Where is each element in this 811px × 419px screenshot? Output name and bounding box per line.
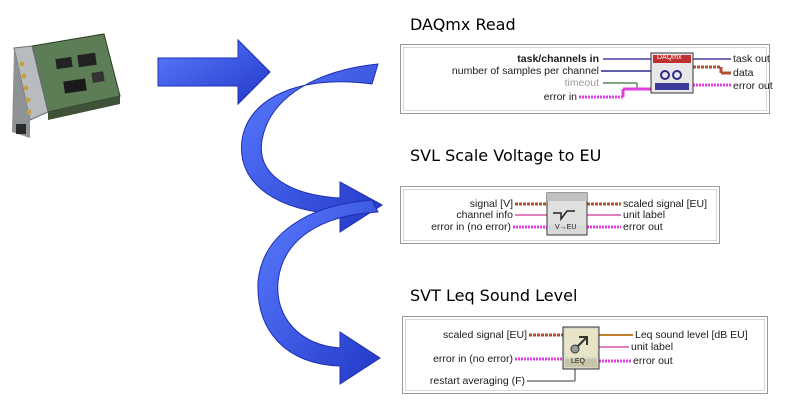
input-error-in-no-error: error in (no error) <box>431 221 511 233</box>
icon-label: LEQ <box>571 358 586 365</box>
svl-scale-title: SVL Scale Voltage to EU <box>410 146 602 165</box>
daq-pxi-card-icon <box>12 33 121 138</box>
input-restart-averaging: restart averaging (F) <box>429 375 525 387</box>
input-channel-info: channel info <box>456 209 513 221</box>
output-error-out: error out <box>623 221 663 233</box>
input-number-of-samples: number of samples per channel <box>451 65 599 77</box>
svt-leq-title: SVT Leq Sound Level <box>410 286 578 305</box>
arrow-right-icon <box>157 38 271 106</box>
daqmx-read-title: DAQmx Read <box>410 15 516 34</box>
curved-arrow-icon <box>240 63 383 233</box>
input-task-channels-in: task/channels in <box>517 53 599 65</box>
output-scaled-signal-eu: scaled signal [EU] <box>623 198 708 210</box>
output-unit-label: unit label <box>623 209 666 221</box>
svl-scale-wires <box>513 192 621 236</box>
daqmx-read-wires <box>579 52 731 99</box>
output-error-out: error out <box>633 355 673 367</box>
icon-label: V→EU <box>555 224 577 231</box>
input-error-in: error in <box>543 91 577 103</box>
hardware-card <box>8 28 128 148</box>
output-leq-sound-level: Leq sound level [dB EU] <box>635 329 748 341</box>
output-error-out: error out <box>733 80 773 92</box>
curved-arrow-icon <box>257 199 381 385</box>
icon-label: DAQmx <box>657 54 682 61</box>
input-error-in-no-error: error in (no error) <box>433 353 513 365</box>
output-task-out: task out <box>733 53 770 65</box>
input-scaled-signal-eu: scaled signal [EU] <box>442 329 527 341</box>
svl-scale-connector-pane: signal [V] channel info error in (no err… <box>400 186 720 244</box>
daqmx-read-connector-pane: task/channels in number of samples per c… <box>400 44 773 114</box>
svt-leq-connector-pane: scaled signal [EU] error in (no error) r… <box>402 316 768 394</box>
input-timeout: timeout <box>564 77 599 89</box>
output-data: data <box>733 67 754 79</box>
input-signal-v: signal [V] <box>469 198 513 210</box>
svt-leq-wires <box>515 326 633 382</box>
output-unit-label: unit label <box>631 341 674 353</box>
